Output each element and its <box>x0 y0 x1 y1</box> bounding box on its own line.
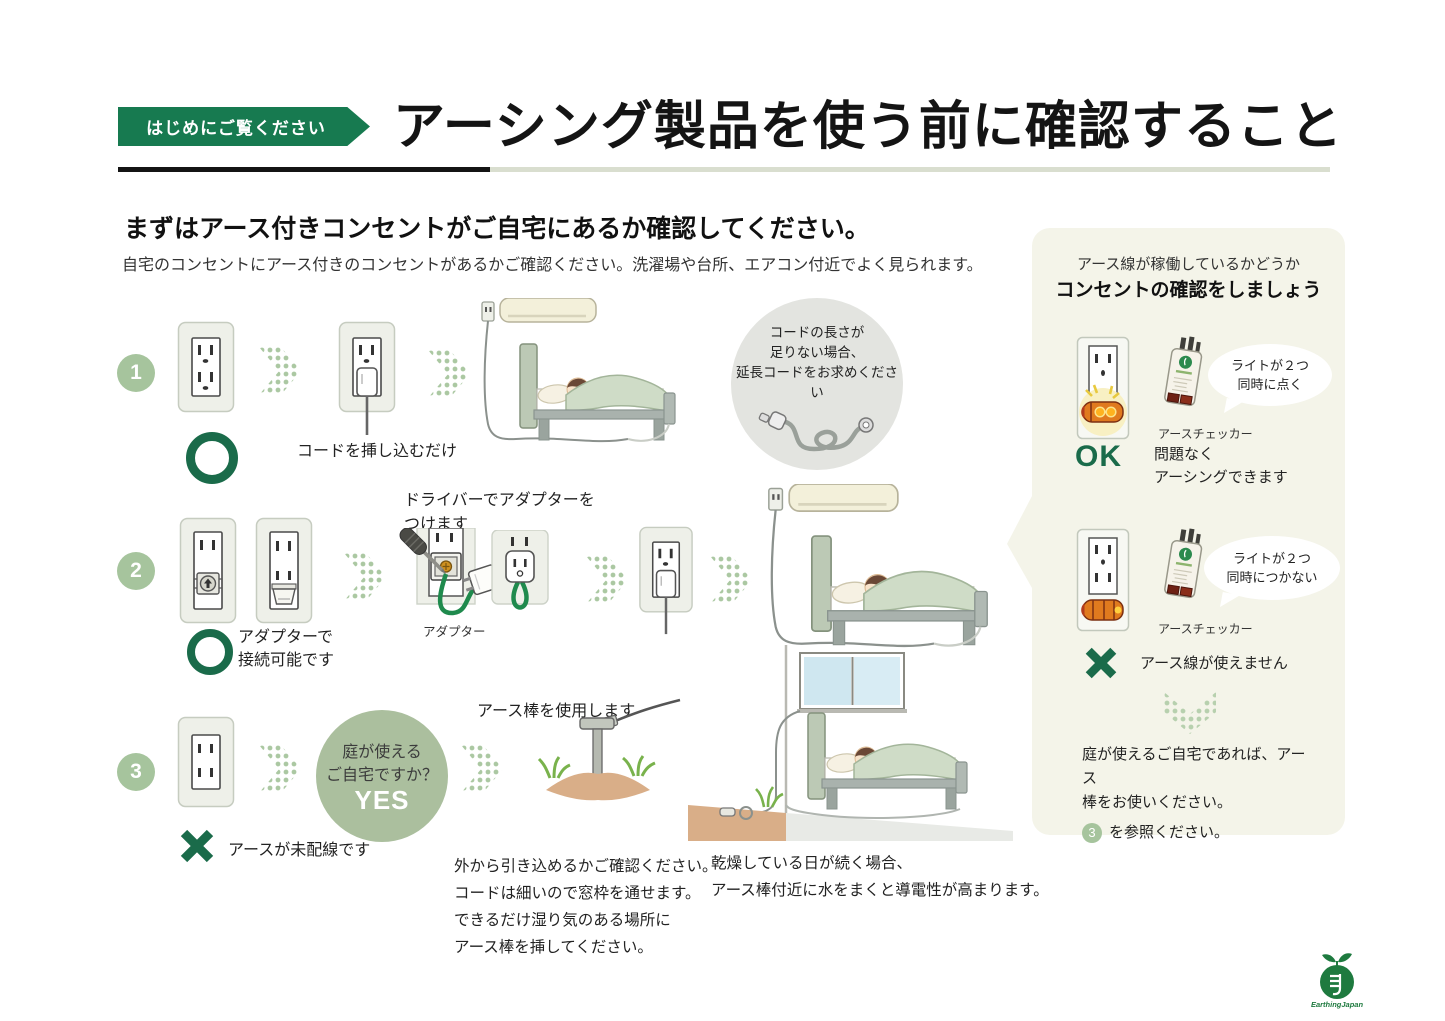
outlet-flip-cover-icon <box>255 517 313 624</box>
step2-heading-line: ドライバーでアダプターを <box>404 492 595 509</box>
intro-heading: まずはアース付きコンセントがご自宅にあるか確認してください。 <box>124 215 870 243</box>
sidebar-footer-ref: 3 を参照ください。 <box>1082 821 1312 845</box>
ng-x-icon <box>1085 647 1117 679</box>
sidebar-heading-sub: アース線が稼働しているかどうか <box>1077 256 1300 273</box>
chevron-down-icon <box>1164 692 1216 734</box>
step3-ref-badge: 3 <box>1082 823 1102 843</box>
earth-rod-illustration <box>537 698 681 801</box>
extension-cord-icon <box>758 411 874 452</box>
step2-result-text: アダプターで 接続可能です <box>238 626 334 672</box>
step2-result-line: アダプターで <box>238 629 334 646</box>
ok-description-line: アーシングできます <box>1154 469 1288 486</box>
step3-number: 3 <box>117 753 155 791</box>
title-underline <box>118 167 1330 172</box>
ok-verdict: OK <box>1075 440 1122 473</box>
ng-bubble-line: ライトが２つ <box>1232 551 1311 566</box>
result-ok-ring <box>187 629 233 675</box>
sidebar-pointer <box>1007 496 1032 588</box>
step1-number: 1 <box>117 354 155 392</box>
note-left: 外から引き込めるかご確認ください。 コードは細いので窓枠を通せます。 できるだけ… <box>454 853 718 961</box>
garden-question-circle: 庭が使える ご自宅ですか？ YES <box>316 710 448 842</box>
chevron-right-icon <box>461 745 503 793</box>
ok-speech-bubble: ライトが２つ 同時に点く <box>1208 344 1332 406</box>
header-badge-label: はじめにご覧ください <box>146 119 326 138</box>
earth-checker-device-icon <box>1164 336 1203 407</box>
outlet-adapter-wire-icon <box>491 530 549 610</box>
bed-scene-illustration <box>480 298 677 443</box>
chevron-right-icon <box>428 350 470 398</box>
note-left-line: アース棒を挿してください。 <box>454 939 653 956</box>
extension-note-line: コードの長さが <box>769 325 865 340</box>
result-ng-x-icon <box>180 829 214 863</box>
outlet-with-plug-icon <box>639 526 693 635</box>
bed-scene-illustration <box>767 484 989 648</box>
note-left-line: コードは細いので窓枠を通せます。 <box>454 885 701 902</box>
note-left-line: できるだけ湿り気のある場所に <box>454 912 671 929</box>
bed-window-scene-illustration <box>688 645 1013 841</box>
ok-description-line: 問題なく <box>1154 446 1215 463</box>
extension-note-line: 足りない場合、 <box>769 345 865 360</box>
step2-number: 2 <box>117 552 155 590</box>
sidebar-footer-line: 棒をお使いください。 <box>1082 794 1233 811</box>
result-ok-ring <box>186 432 238 484</box>
extension-cord-note: コードの長さが 足りない場合、 延長コードをお求めください <box>731 298 903 470</box>
sidebar-heading-main: コンセントの確認をしましょう <box>1055 280 1322 301</box>
step3-heading: アース棒を使用します <box>477 703 636 720</box>
garden-question-yes: YES <box>354 784 410 815</box>
note-right-line: アース棒付近に水をまくと導電性が高まります。 <box>711 882 1049 899</box>
note-right: 乾燥している日が続く場合、 アース棒付近に水をまくと導電性が高まります。 <box>711 850 1049 904</box>
ng-speech-bubble: ライトが２つ 同時につかない <box>1204 536 1340 600</box>
outlet-grounded-icon <box>177 321 235 413</box>
note-right-line: 乾燥している日が続く場合、 <box>711 855 913 872</box>
earth-checker-device-icon <box>1164 528 1203 599</box>
ok-bubble-line: 同時に点く <box>1237 377 1303 392</box>
step3-ng-text: アースが未配線です <box>228 842 371 859</box>
outlet-checker-ng-icon <box>1076 528 1130 632</box>
note-left-line: 外から引き込めるかご確認ください。 <box>454 858 718 875</box>
chevron-right-icon <box>259 745 301 793</box>
chevron-right-icon <box>710 556 752 604</box>
sidebar-footer: 庭が使えるご自宅であれば、アース 棒をお使いください。 3 を参照ください。 <box>1082 743 1312 845</box>
outlet-ungrounded-icon <box>177 716 235 808</box>
step1-caption: コードを挿し込むだけ <box>297 443 458 460</box>
outlet-with-plug-icon <box>338 321 396 435</box>
chevron-right-icon <box>344 553 386 601</box>
ng-bubble-line: 同時につかない <box>1226 570 1318 585</box>
garden-question-line: 庭が使える <box>342 743 422 761</box>
outlet-checker-ok-icon <box>1076 336 1130 440</box>
sidebar-panel: アース線が稼働しているかどうか コンセントの確認をしましょう <box>1007 228 1345 843</box>
checker-label: アースチェッカー <box>1158 622 1253 636</box>
ok-description: 問題なく アーシングできます <box>1154 443 1288 489</box>
adapter-label: アダプター <box>423 625 486 639</box>
ok-bubble-line: ライトが２つ <box>1230 358 1309 373</box>
earthing-japan-logo <box>1320 953 1354 999</box>
earthing-japan-logo-text: EarthingJapan <box>1310 1000 1364 1009</box>
garden-question-line: ご自宅ですか？ <box>325 766 438 784</box>
adapter-install-illustration <box>399 528 497 616</box>
chevron-right-icon <box>259 347 301 395</box>
extension-note-line: 延長コードをお求めください <box>736 365 898 400</box>
step2-result-line: 接続可能です <box>238 652 335 669</box>
sidebar-footer-ref-text: を参照ください。 <box>1109 824 1230 841</box>
sidebar-footer-line: 庭が使えるご自宅であれば、アース <box>1082 746 1306 787</box>
intro-body: 自宅のコンセントにアース付きのコンセントがあるかご確認ください。洗濯場や台所、エ… <box>122 257 983 274</box>
chevron-right-icon <box>586 556 628 604</box>
checker-label: アースチェッカー <box>1158 427 1253 441</box>
ng-description: アース線が使えません <box>1140 655 1288 672</box>
outlet-screw-terminal-icon <box>179 517 237 624</box>
header-badge: はじめにご覧ください <box>118 107 370 146</box>
page-title: アーシング製品を使う前に確認すること <box>393 98 1343 156</box>
